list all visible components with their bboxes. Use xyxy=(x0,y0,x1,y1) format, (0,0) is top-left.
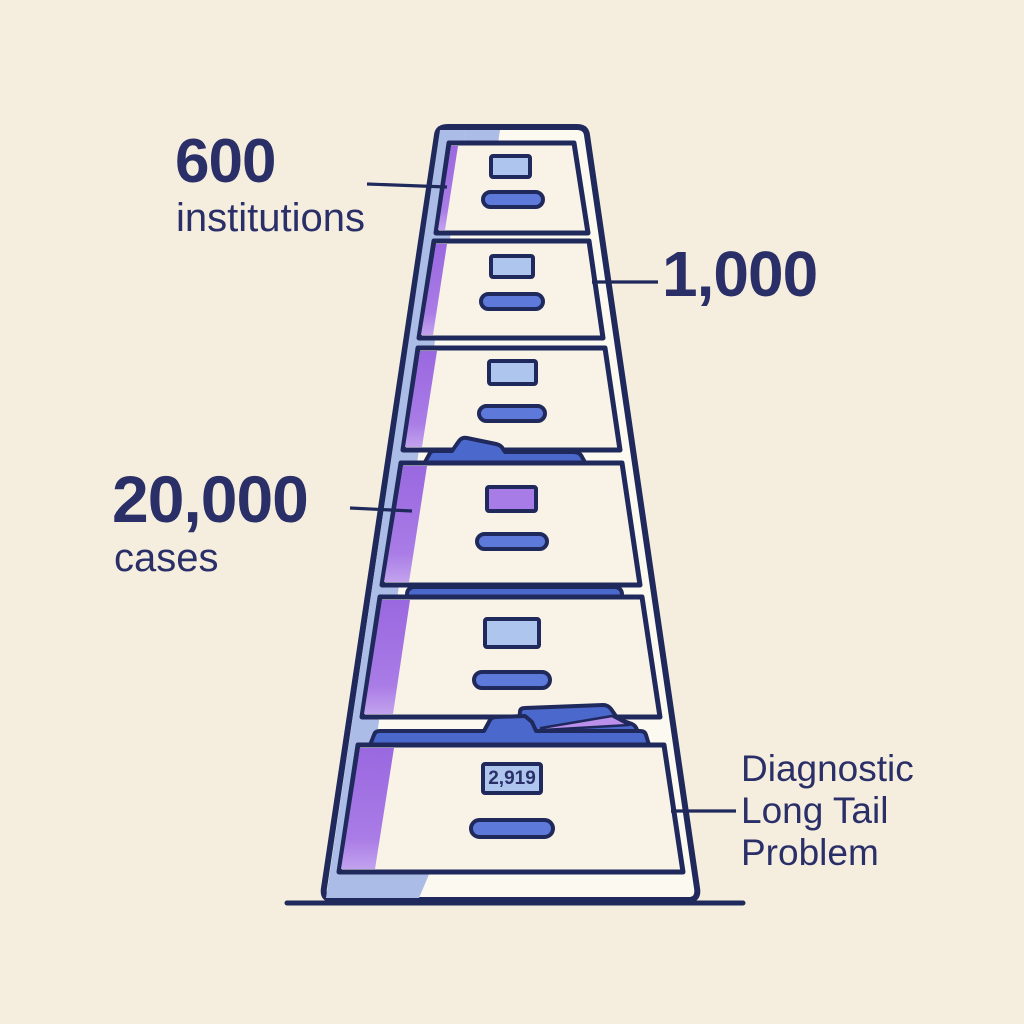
drawer-3-label-holder xyxy=(487,359,538,386)
drawer-3 xyxy=(400,345,623,453)
drawer-2-label-holder xyxy=(489,254,535,279)
bottom-drawer-count-label: 2,919 xyxy=(488,767,536,789)
stat-institutions-value: 600 xyxy=(175,127,276,196)
drawer-1-handle xyxy=(481,190,545,209)
folder-overflow-front xyxy=(368,714,651,747)
leader-line-cases xyxy=(349,506,413,513)
drawer-5 xyxy=(359,594,663,720)
drawer-4-label-holder xyxy=(485,485,538,513)
drawer-2 xyxy=(416,238,606,341)
leader-line-institutions xyxy=(366,182,448,189)
folder-overflow-top xyxy=(422,435,588,466)
drawer-1-label-holder xyxy=(489,154,532,179)
drawer-6-handle xyxy=(469,818,555,839)
drawer-3-handle xyxy=(477,404,547,423)
drawer-6-label-holder xyxy=(481,762,543,795)
stat-cases-unit: cases xyxy=(114,536,219,580)
drawer-4-handle xyxy=(475,532,549,551)
caption-diagnostic-long-tail: Diagnostic Long Tail Problem xyxy=(741,748,914,874)
drawer-4 xyxy=(379,460,643,588)
drawer-1 xyxy=(433,140,591,236)
frame-bottom-shade xyxy=(328,872,430,898)
frame-top-shade xyxy=(464,130,500,143)
stat-top-value: 1,000 xyxy=(662,238,818,310)
drawer-2-handle xyxy=(479,292,545,311)
drawer-6 xyxy=(336,742,686,875)
drawer-5-label-holder xyxy=(483,617,541,649)
drawer-5-handle xyxy=(472,670,552,690)
stat-cases-value: 20,000 xyxy=(112,462,309,536)
stat-institutions-unit: institutions xyxy=(176,196,365,240)
